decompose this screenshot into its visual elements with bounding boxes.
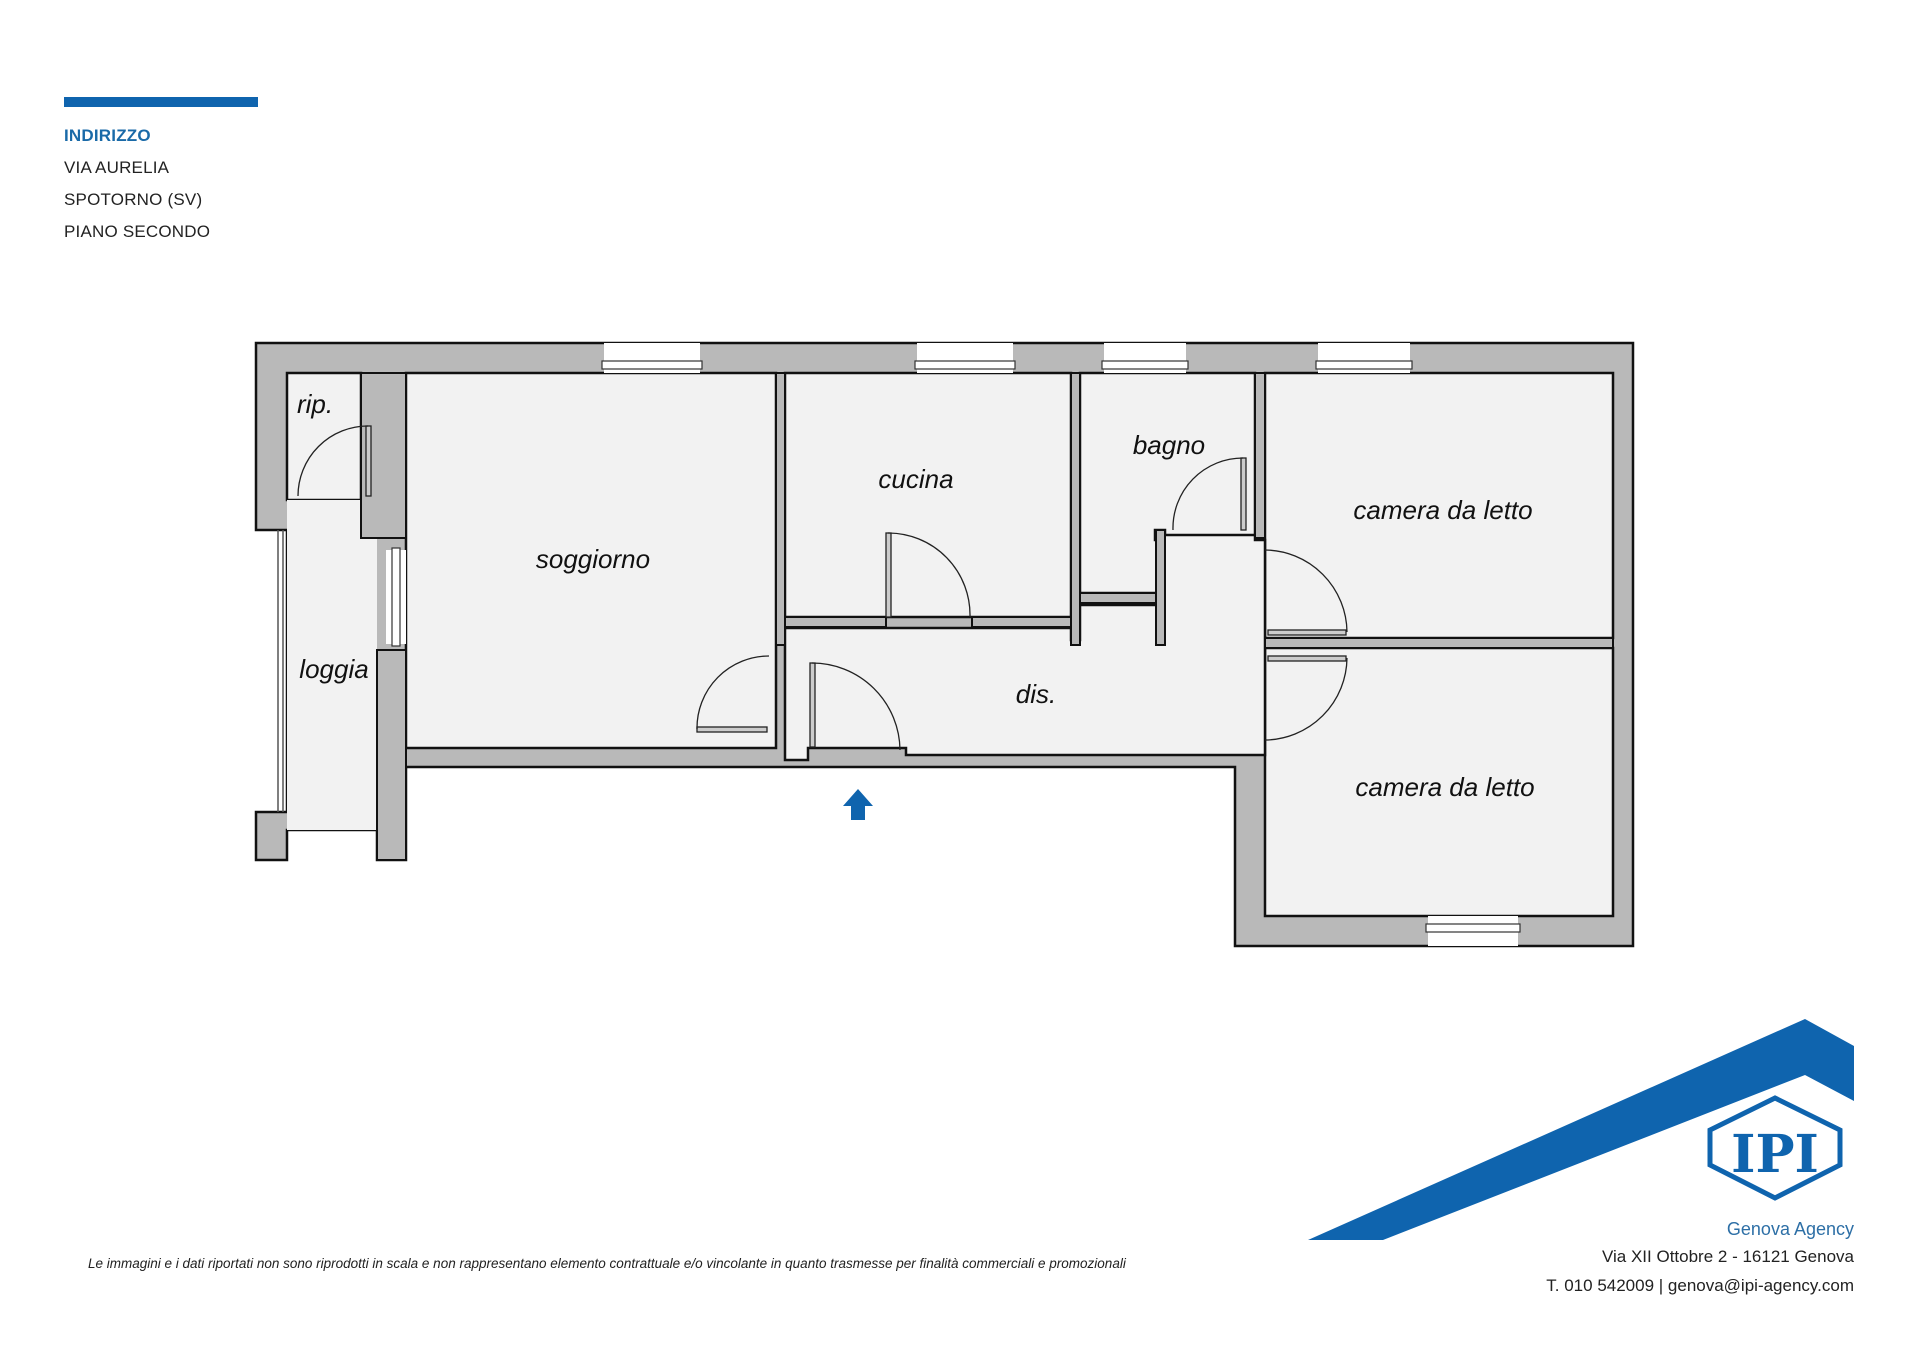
svg-text:IPI: IPI: [1731, 1124, 1819, 1185]
agency-name: Genova Agency: [1726, 1219, 1854, 1239]
room-camera-1: [1263, 371, 1615, 640]
windows: [386, 343, 1521, 946]
disclaimer-text: Le immagini e i dati riportati non sono …: [88, 1256, 1126, 1271]
agency-contact: T. 010 542009 | genova@ipi-agency.com: [1546, 1276, 1854, 1295]
address-heading: INDIRIZZO: [64, 126, 151, 145]
address-city: SPOTORNO (SV): [64, 190, 203, 209]
doors: [297, 425, 1348, 751]
logo-roof-icon: [1308, 1019, 1854, 1240]
room-soggiorno: [404, 371, 778, 750]
label-loggia: loggia: [299, 654, 368, 684]
header-accent-bar: [64, 97, 258, 107]
loggia-railing: [277, 530, 284, 812]
ipi-logo-icon: IPI: [1707, 1095, 1843, 1201]
label-rip: rip.: [297, 389, 333, 419]
address-floor: PIANO SECONDO: [64, 222, 211, 241]
label-camera-2: camera da letto: [1355, 772, 1534, 802]
label-bagno: bagno: [1133, 430, 1205, 460]
agency-address: Via XII Ottobre 2 - 16121 Genova: [1601, 1247, 1854, 1266]
room-loggia: [287, 500, 377, 830]
label-camera-1: camera da letto: [1353, 495, 1532, 525]
address-street: VIA AURELIA: [64, 158, 170, 177]
label-dis: dis.: [1016, 679, 1056, 709]
label-cucina: cucina: [878, 464, 953, 494]
room-cucina: [783, 371, 1073, 619]
arrow-up-icon: [843, 789, 873, 820]
room-floors: [285, 371, 1615, 918]
label-soggiorno: soggiorno: [536, 544, 650, 574]
